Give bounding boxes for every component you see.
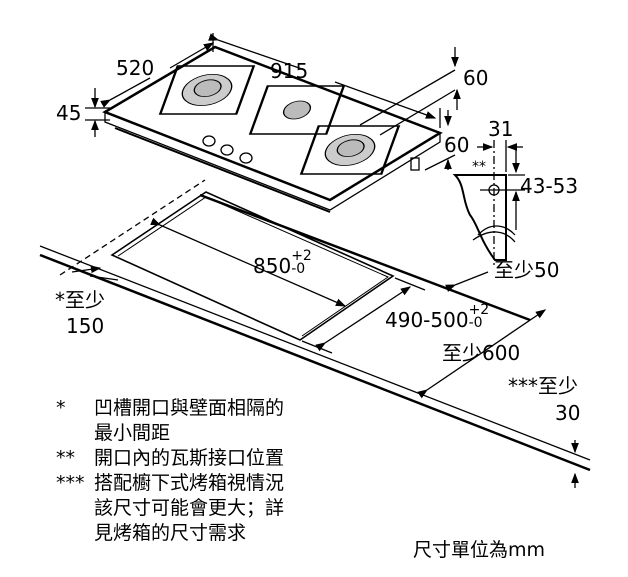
rear-offset-dimension: 60 <box>463 66 489 90</box>
hob <box>102 45 443 213</box>
depth-dimension: 520 <box>116 56 155 80</box>
cutout <box>71 191 579 488</box>
side-offset-dimension: 60 <box>444 133 470 157</box>
burner-right-icon <box>299 125 401 175</box>
gas-offset-dimension: 31 <box>488 117 514 141</box>
dimension-lines <box>85 33 461 171</box>
note-3: ***搭配櫥下式烤箱視情況該尺寸可能會更大；詳見烤箱的尺寸需求 <box>56 472 285 544</box>
note-2: **開口內的瓦斯接口位置 <box>56 447 285 469</box>
burner-middle-icon <box>248 85 346 135</box>
cutout-width-dimension: 850+2-0 <box>253 248 312 278</box>
rear-wall-min-dimension: 至少50 <box>494 258 560 282</box>
gas-height-dimension: 43-53 <box>520 174 579 198</box>
side-wall-min-value: 150 <box>66 314 105 338</box>
worktop-min-dimension: 至少600 <box>442 341 521 365</box>
cutout-depth-dimension: 490-500+2-0 <box>385 302 490 332</box>
gas-marker: ** <box>472 159 486 175</box>
worktop <box>39 179 591 472</box>
width-dimension: 915 <box>270 59 309 83</box>
side-wall-min-label: *至少 <box>55 288 105 312</box>
note-1: *凹槽開口與壁面相隔的最小間距 <box>56 397 285 444</box>
gas-detail <box>452 140 525 265</box>
unit-note: 尺寸單位為mm <box>413 539 546 561</box>
height-dimension: 45 <box>56 101 82 125</box>
gas-connector-icon <box>410 157 420 171</box>
control-knobs-icon <box>202 135 253 164</box>
worktop-thickness-label: ***至少 <box>508 374 578 398</box>
worktop-thickness-value: 30 <box>555 401 581 425</box>
burner-left-icon <box>158 65 256 115</box>
